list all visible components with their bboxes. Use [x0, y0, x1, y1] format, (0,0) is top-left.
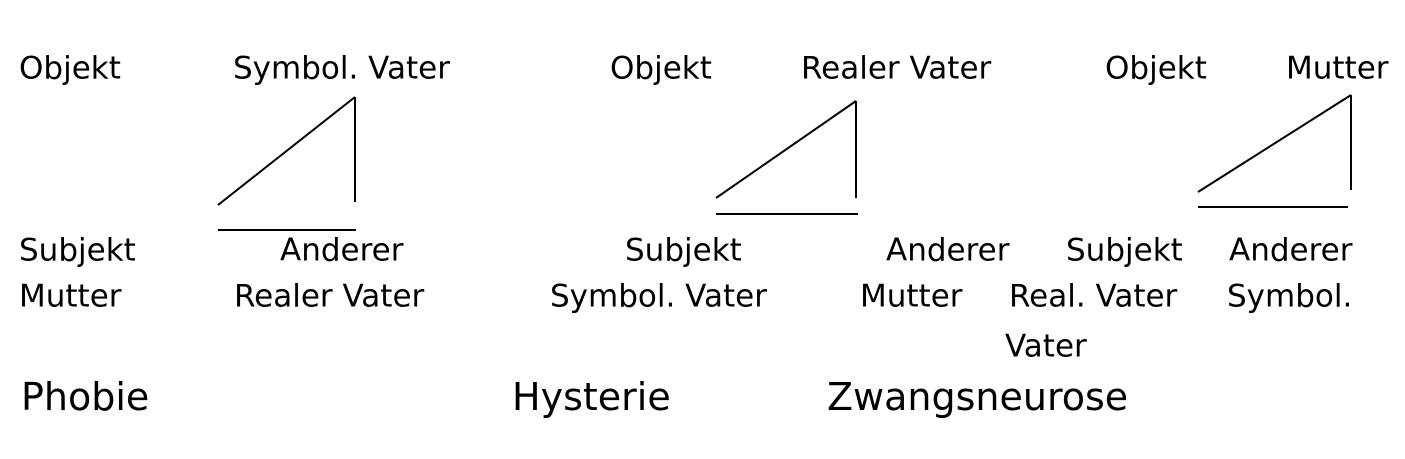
hysterie-objekt-label: Objekt — [610, 50, 712, 87]
zwang-diagonal — [1197, 94, 1352, 193]
zwang-caption: Zwangsneurose — [827, 375, 1129, 419]
phobie-subjekt-label: Subjekt — [19, 232, 136, 269]
phobie-objekt-label: Objekt — [19, 50, 121, 87]
zwang-real-vater-label: Real. Vater — [1009, 278, 1178, 315]
hysterie-anderer-label: Anderer — [886, 232, 1010, 269]
phobie-realer-vater-label: Realer Vater — [234, 278, 425, 315]
zwang-objekt-label: Objekt — [1105, 50, 1207, 87]
hysterie-subjekt-label: Subjekt — [625, 232, 742, 269]
zwang-symbol-label: Symbol. — [1227, 278, 1353, 315]
zwang-vater-label: Vater — [1005, 328, 1087, 365]
phobie-symbol-vater-label: Symbol. Vater — [233, 50, 450, 87]
phobie-caption: Phobie — [21, 375, 150, 419]
hysterie-diagonal — [715, 100, 857, 199]
hysterie-realer-vater-label: Realer Vater — [801, 50, 992, 87]
phobie-mutter-label: Mutter — [19, 278, 122, 315]
phobie-diagonal — [217, 96, 356, 206]
hysterie-mutter-label: Mutter — [860, 278, 963, 315]
zwang-subjekt-label: Subjekt — [1066, 232, 1183, 269]
hysterie-caption: Hysterie — [512, 375, 671, 419]
hysterie-symbol-vater-label: Symbol. Vater — [550, 278, 767, 315]
zwang-mutter-label: Mutter — [1286, 50, 1389, 87]
phobie-anderer-label: Anderer — [280, 232, 404, 269]
zwang-anderer-label: Anderer — [1229, 232, 1353, 269]
